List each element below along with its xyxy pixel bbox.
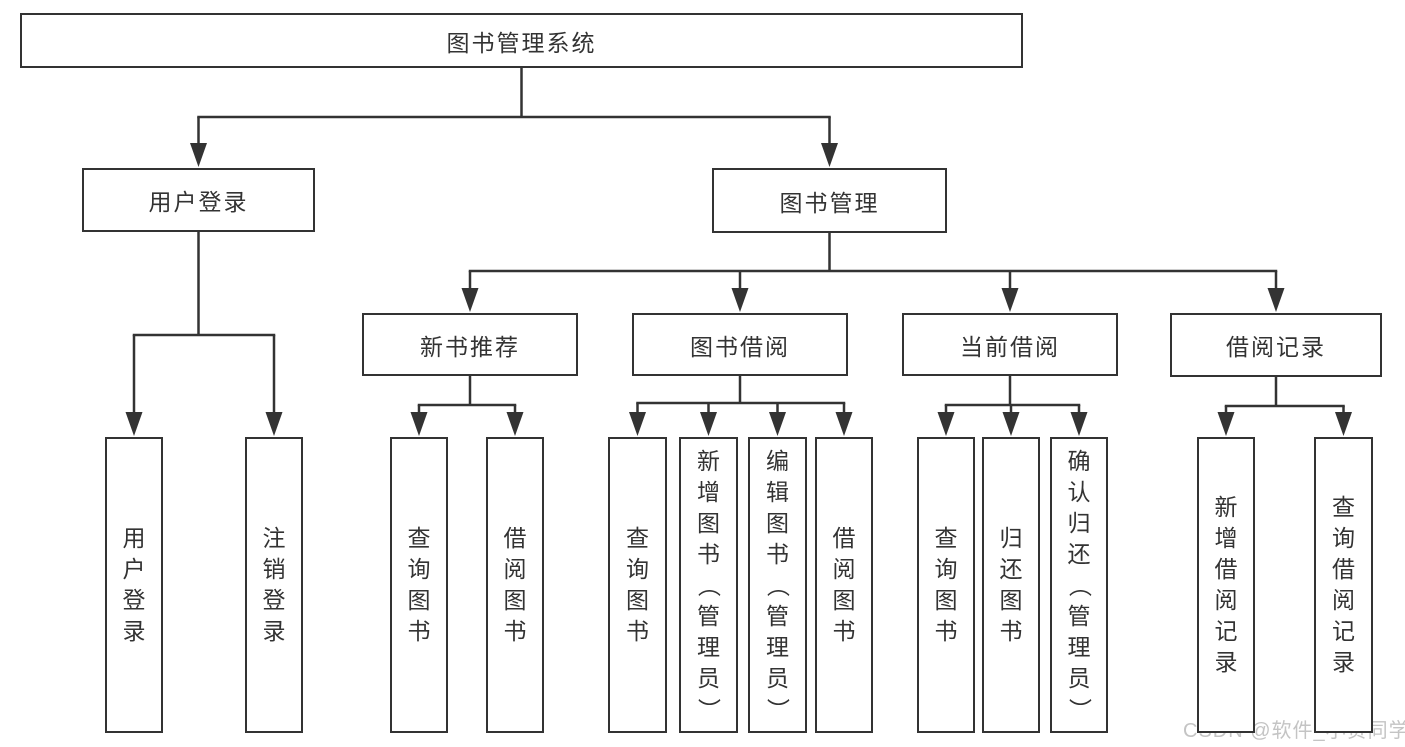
node-label-book-mgmt: 图书管理 xyxy=(779,189,880,216)
arrowhead-icon xyxy=(835,412,853,436)
arrowhead-icon xyxy=(125,412,143,436)
node-leaf-cur-confirm: 确认归还（管理员） xyxy=(1050,437,1108,733)
arrowhead-icon xyxy=(1217,412,1235,436)
arrowhead-icon xyxy=(700,412,717,436)
node-label-leaf-rec-borrow: 借阅图书 xyxy=(503,525,527,644)
node-leaf-rec-query: 查询图书 xyxy=(390,437,448,733)
arrowhead-icon xyxy=(731,288,749,312)
arrowhead-icon xyxy=(506,412,524,436)
node-label-new-book-rec: 新书推荐 xyxy=(420,333,520,360)
node-label-leaf-login: 用户登录 xyxy=(122,525,146,644)
node-label-leaf-records-query: 查询借阅记录 xyxy=(1332,494,1355,675)
arrowhead-icon xyxy=(821,143,838,167)
node-leaf-cur-query: 查询图书 xyxy=(917,437,975,733)
node-leaf-login: 用户登录 xyxy=(105,437,163,733)
node-label-leaf-borrow-borrow: 借阅图书 xyxy=(832,525,856,644)
node-leaf-borrow-edit: 编辑图书（管理员） xyxy=(748,437,807,733)
node-label-user-login: 用户登录 xyxy=(148,189,249,215)
node-root: 图书管理系统 xyxy=(20,13,1023,68)
node-label-leaf-cur-query: 查询图书 xyxy=(934,525,958,644)
node-label-leaf-cur-confirm: 确认归还（管理员） xyxy=(1066,447,1093,721)
node-leaf-cur-return: 归还图书 xyxy=(982,437,1040,733)
node-label-leaf-cur-return: 归还图书 xyxy=(999,525,1023,644)
node-new-book-rec: 新书推荐 xyxy=(362,313,578,376)
node-current-borrow: 当前借阅 xyxy=(902,313,1118,376)
node-book-borrow: 图书借阅 xyxy=(632,313,848,376)
arrowhead-icon xyxy=(1335,412,1352,436)
node-label-leaf-logout: 注销登录 xyxy=(262,525,286,644)
arrowhead-icon xyxy=(937,412,955,436)
node-label-leaf-borrow-query: 查询图书 xyxy=(626,525,649,644)
node-leaf-borrow-add: 新增图书（管理员） xyxy=(679,437,738,733)
arrowhead-icon xyxy=(769,412,786,436)
node-leaf-borrow-query: 查询图书 xyxy=(608,437,667,733)
arrowhead-icon xyxy=(1267,288,1285,312)
node-leaf-records-query: 查询借阅记录 xyxy=(1314,437,1373,733)
node-label-leaf-borrow-edit: 编辑图书（管理员） xyxy=(765,447,791,721)
node-label-leaf-records-add: 新增借阅记录 xyxy=(1214,494,1238,675)
node-leaf-records-add: 新增借阅记录 xyxy=(1197,437,1255,733)
node-leaf-borrow-borrow: 借阅图书 xyxy=(815,437,873,733)
arrowhead-icon xyxy=(1070,412,1088,436)
node-label-current-borrow: 当前借阅 xyxy=(960,333,1060,360)
arrowhead-icon xyxy=(461,288,479,312)
arrowhead-icon xyxy=(265,412,283,436)
arrowhead-icon xyxy=(1001,288,1019,312)
node-book-mgmt: 图书管理 xyxy=(712,168,947,233)
node-label-leaf-borrow-add: 新增图书（管理员） xyxy=(696,447,722,721)
node-user-login: 用户登录 xyxy=(82,168,315,232)
node-borrow-records: 借阅记录 xyxy=(1170,313,1382,377)
node-label-leaf-rec-query: 查询图书 xyxy=(407,525,431,644)
node-label-root: 图书管理系统 xyxy=(446,29,597,56)
arrowhead-icon xyxy=(410,412,428,436)
node-label-borrow-records: 借阅记录 xyxy=(1226,334,1326,360)
node-label-book-borrow: 图书借阅 xyxy=(690,333,790,360)
arrowhead-icon xyxy=(629,412,646,436)
arrowhead-icon xyxy=(1002,412,1020,436)
node-leaf-logout: 注销登录 xyxy=(245,437,303,733)
arrowhead-icon xyxy=(190,143,207,167)
node-leaf-rec-borrow: 借阅图书 xyxy=(486,437,544,733)
